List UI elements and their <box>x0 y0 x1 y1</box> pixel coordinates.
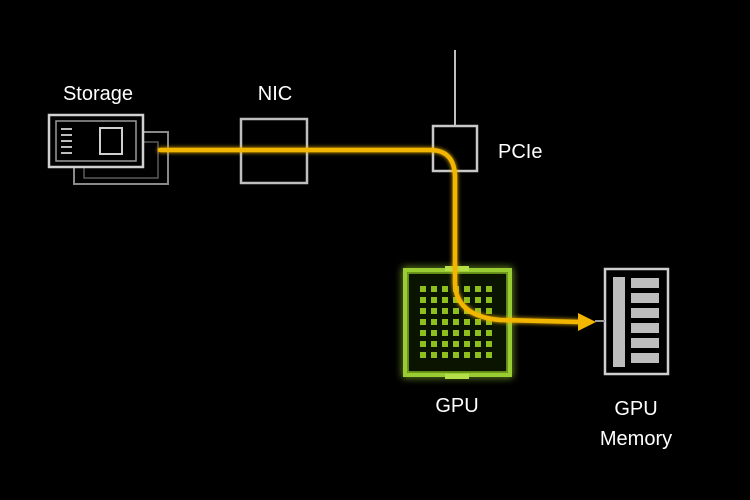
gpu-core-dot <box>420 330 426 336</box>
gpu-memory-label-line1: GPU <box>614 398 658 420</box>
gpu-core-dot <box>420 341 426 347</box>
pcie-label: PCIe <box>498 141 543 163</box>
gpu-chip-icon <box>403 266 512 379</box>
gpu-core-dot <box>453 352 459 358</box>
gpu-core-dot <box>464 352 470 358</box>
gpu-core-dot <box>442 297 448 303</box>
gpu-core-dot <box>442 308 448 314</box>
gpu-core-dot <box>464 319 470 325</box>
gpu-core-dot <box>431 286 437 292</box>
gpu-core-dot <box>475 352 481 358</box>
gpu-core-dot <box>420 308 426 314</box>
gpu-core-dot <box>431 330 437 336</box>
memory-cell <box>631 323 659 333</box>
gpu-core-dot <box>420 286 426 292</box>
gpu-core-dot <box>464 330 470 336</box>
gpu-core-dot <box>442 286 448 292</box>
gpu-core-dot <box>420 319 426 325</box>
gpu-core-dot <box>464 297 470 303</box>
gpu-core-dot <box>475 308 481 314</box>
gpu-core-dot <box>486 341 492 347</box>
gpu-core-dot <box>475 330 481 336</box>
storage-drive-icon <box>47 113 169 185</box>
memory-cell <box>631 293 659 303</box>
gpu-core-dot <box>453 341 459 347</box>
gpu-core-dot <box>431 308 437 314</box>
gpu-core-dot <box>486 286 492 292</box>
memory-cell <box>631 308 659 318</box>
gpu-core-dot <box>453 319 459 325</box>
gpu-core-dot <box>475 286 481 292</box>
gpu-label: GPU <box>435 395 479 417</box>
gpu-core-dot <box>431 341 437 347</box>
gpu-core-dot <box>442 330 448 336</box>
gpu-core-dot <box>475 297 481 303</box>
storage-label: Storage <box>62 83 134 105</box>
data-path-arrowhead <box>578 313 596 331</box>
gpu-memory-icon <box>603 267 670 376</box>
gpu-core-dot <box>464 286 470 292</box>
gpu-memory-label: GPU Memory <box>586 394 686 454</box>
gpu-core-dot <box>475 319 481 325</box>
gpu-core-dot <box>442 341 448 347</box>
gpu-core-dot <box>420 352 426 358</box>
nic-label: NIC <box>257 83 293 105</box>
gpu-core-dot <box>453 330 459 336</box>
data-path-line <box>157 147 583 325</box>
gpu-core-dot <box>431 319 437 325</box>
memory-cell <box>631 278 659 288</box>
gpu-core-dot <box>442 352 448 358</box>
gpu-core-dot <box>486 308 492 314</box>
gpu-core-dot <box>431 297 437 303</box>
gpu-core-dot <box>420 297 426 303</box>
gpu-core-dot <box>464 341 470 347</box>
memory-cell <box>631 353 659 363</box>
gpu-core-dot <box>486 319 492 325</box>
gpu-core-dot <box>431 352 437 358</box>
gpu-core-dot <box>442 319 448 325</box>
gpu-core-dot <box>486 330 492 336</box>
gpu-memory-label-line2: Memory <box>599 428 673 450</box>
gpu-core-dot <box>453 308 459 314</box>
memory-cell <box>631 338 659 348</box>
gpu-core-dot <box>453 297 459 303</box>
gpu-core-dot <box>486 352 492 358</box>
gpu-core-dot <box>475 341 481 347</box>
gpu-core-dot <box>486 297 492 303</box>
